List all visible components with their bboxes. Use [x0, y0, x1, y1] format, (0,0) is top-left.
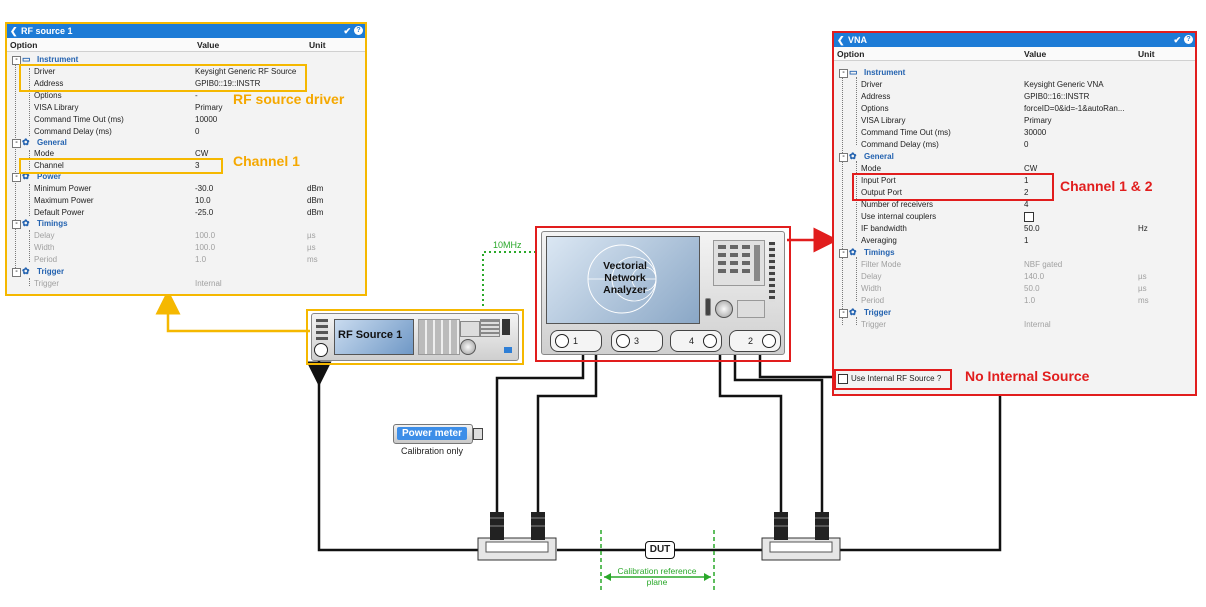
dut-box: DUT — [645, 541, 675, 559]
no-internal-annotation: No Internal Source — [965, 368, 1090, 384]
gear-icon: ✿ — [22, 171, 30, 181]
gear-icon: ✿ — [849, 307, 857, 317]
vna-port-2[interactable]: 2 — [729, 330, 781, 352]
rf-panel-header: Option Value Unit — [7, 38, 365, 52]
rf-source-panel: ❮ RF source 1 ✔ ? Option Value Unit -▭In… — [5, 22, 367, 296]
internal-source-highlight — [834, 369, 952, 390]
vna-label: Vectorial Network Analyzer — [603, 260, 647, 296]
vna-panel-header: Option Value Unit — [834, 47, 1195, 61]
rf-panel-title: RF source 1 — [21, 26, 73, 36]
vna-port-1[interactable]: 1 — [550, 330, 602, 352]
ports-highlight — [852, 173, 1054, 201]
channel-highlight — [19, 158, 223, 174]
rf-screen — [334, 319, 414, 355]
port2-cable-b — [733, 338, 824, 512]
port1-cable-a — [495, 338, 585, 512]
vna-keypad[interactable] — [713, 240, 765, 286]
power-meter: Power meter — [393, 424, 483, 444]
col-unit: Unit — [1138, 49, 1155, 59]
driver-highlight — [19, 64, 307, 92]
rf-output-port[interactable] — [314, 343, 328, 357]
use-internal-source-checkbox[interactable] — [838, 373, 848, 384]
vna-panel-titlebar: ❮ VNA ✔ ? — [834, 33, 1195, 47]
right-return-cable — [758, 350, 833, 379]
vna-instrument: Vectorial Network Analyzer 1 3 4 2 — [535, 226, 791, 362]
power-meter-label: Power meter — [397, 427, 467, 440]
use-internal-source-row[interactable]: Use Internal RF Source ? — [838, 373, 941, 385]
gear-icon: ✿ — [849, 151, 857, 161]
rf-panel-titlebar: ❮ RF source 1 ✔ ? — [7, 24, 365, 38]
back-icon[interactable]: ❮ — [10, 26, 18, 36]
confirm-check-icon[interactable]: ✔ — [1173, 35, 1181, 45]
rf-knob[interactable] — [460, 339, 476, 355]
internal-couplers-checkbox[interactable] — [1024, 211, 1034, 222]
vna-port-4[interactable]: 4 — [670, 330, 722, 352]
gear-icon: ✿ — [22, 218, 30, 228]
col-value: Value — [1024, 49, 1047, 59]
rf-keypad[interactable] — [418, 319, 460, 355]
gear-icon: ✿ — [849, 247, 857, 257]
col-unit: Unit — [309, 40, 326, 50]
vna-screen — [546, 236, 700, 324]
left-coupler — [477, 512, 557, 561]
back-icon[interactable]: ❮ — [837, 35, 845, 45]
vna-knob[interactable] — [715, 300, 733, 318]
instrument-icon: ▭ — [22, 54, 31, 64]
power-meter-caption: Calibration only — [401, 446, 464, 456]
vna-panel: ❮ VNA ✔ ? Option Value Unit -▭Instrument… — [832, 31, 1197, 396]
rf-out-cable — [317, 367, 478, 552]
ref-10mhz-line — [482, 251, 536, 311]
vna-panel-title: VNA — [848, 35, 868, 45]
port2-cable-a — [718, 338, 783, 512]
gear-icon: ✿ — [22, 266, 30, 276]
vna-port-3[interactable]: 3 — [611, 330, 663, 352]
smith-chart-icon — [587, 244, 657, 314]
rf-panel-link — [155, 289, 310, 333]
col-option: Option — [837, 49, 865, 59]
channel12-annotation: Channel 1 & 2 — [1060, 178, 1153, 194]
rf-source-instrument: RF Source 1 — [306, 309, 524, 365]
instrument-icon: ▭ — [849, 67, 858, 77]
channel1-annotation: Channel 1 — [233, 153, 300, 169]
col-option: Option — [10, 40, 38, 50]
rf-driver-annotation: RF source driver — [233, 91, 345, 107]
help-icon[interactable]: ? — [354, 26, 363, 35]
right-coupler — [761, 512, 841, 561]
power-meter-port-icon — [473, 428, 483, 440]
confirm-check-icon[interactable]: ✔ — [343, 26, 351, 36]
rf-source-label: RF Source 1 — [338, 329, 403, 341]
cal-plane-label: Calibration reference plane — [617, 566, 697, 587]
port1-cable-b — [536, 338, 598, 512]
gear-icon: ✿ — [22, 137, 30, 147]
ref-10mhz-label: 10MHz — [493, 240, 522, 250]
help-icon[interactable]: ? — [1184, 35, 1193, 44]
col-value: Value — [197, 40, 220, 50]
